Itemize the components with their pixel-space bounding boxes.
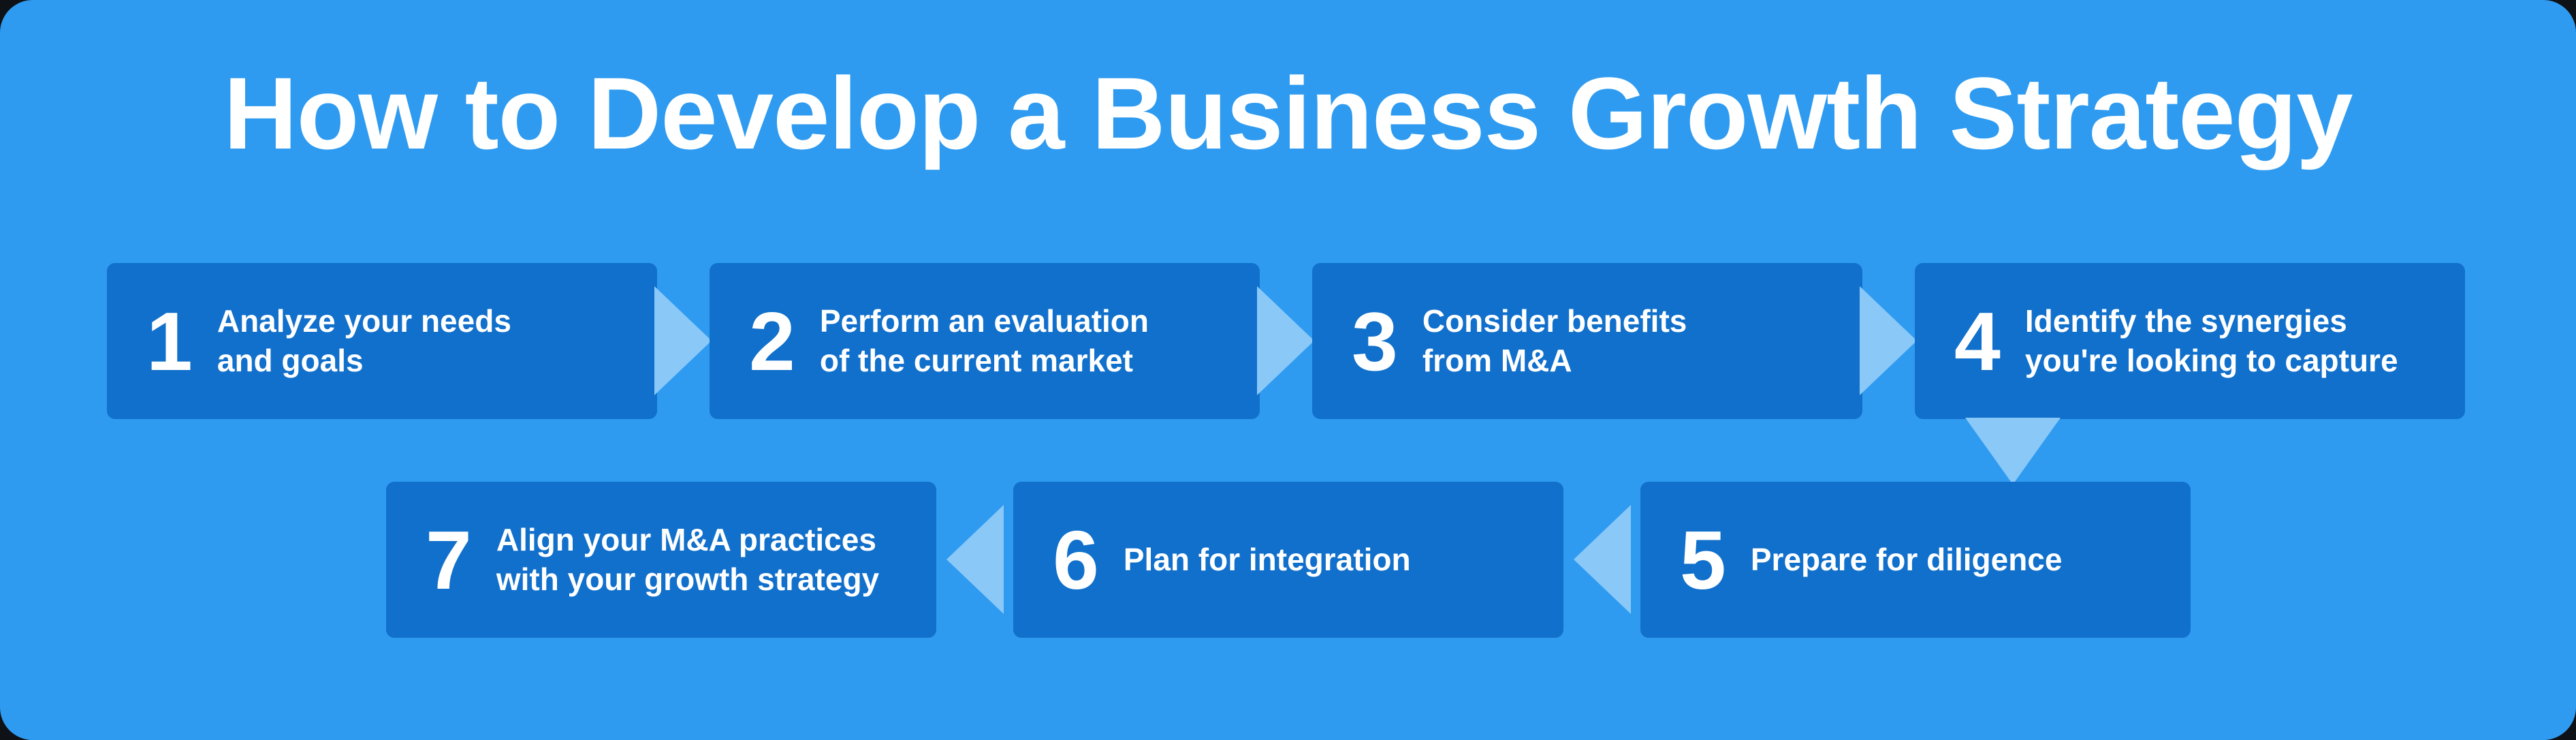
step-2-label: Perform an evaluation of the current mar… [819, 303, 1149, 378]
step-6-label: Plan for integration [1123, 541, 1411, 577]
arrow-right-icon [1860, 286, 1917, 395]
step-1-label: Analyze your needs and goals [217, 303, 511, 378]
page-title: How to Develop a Business Growth Strateg… [223, 56, 2353, 170]
step-box-7: 7 Align your M&A practices with your gro… [386, 482, 936, 638]
step-box-5: 5 Prepare for diligence [1640, 482, 2191, 638]
step-box-1: 1 Analyze your needs and goals [107, 263, 657, 419]
step-4-number: 4 [1954, 294, 2001, 388]
step-3-label: Consider benefits from M&A [1422, 303, 1687, 378]
arrow-left-icon [947, 505, 1004, 614]
step-box-2: 2 Perform an evaluation of the current m… [710, 263, 1260, 419]
step-5-label: Prepare for diligence [1750, 541, 2063, 577]
arrow-down-icon [1965, 418, 2061, 484]
step-5-number: 5 [1680, 513, 1726, 606]
step-6-number: 6 [1053, 513, 1099, 606]
arrow-right-icon [1257, 286, 1314, 395]
step-3-number: 3 [1352, 294, 1398, 388]
arrow-right-icon [654, 286, 712, 395]
step-7-number: 7 [426, 513, 472, 606]
step-box-6: 6 Plan for integration [1013, 482, 1563, 638]
step-7-label: Align your M&A practices with your growt… [496, 522, 880, 597]
step-1-number: 1 [146, 294, 193, 388]
step-4-label: Identify the synergies you're looking to… [2024, 303, 2398, 378]
step-box-3: 3 Consider benefits from M&A [1312, 263, 1862, 419]
step-2-number: 2 [749, 294, 795, 388]
step-box-4: 4 Identify the synergies you're looking … [1915, 263, 2465, 419]
arrow-left-icon [1574, 505, 1631, 614]
